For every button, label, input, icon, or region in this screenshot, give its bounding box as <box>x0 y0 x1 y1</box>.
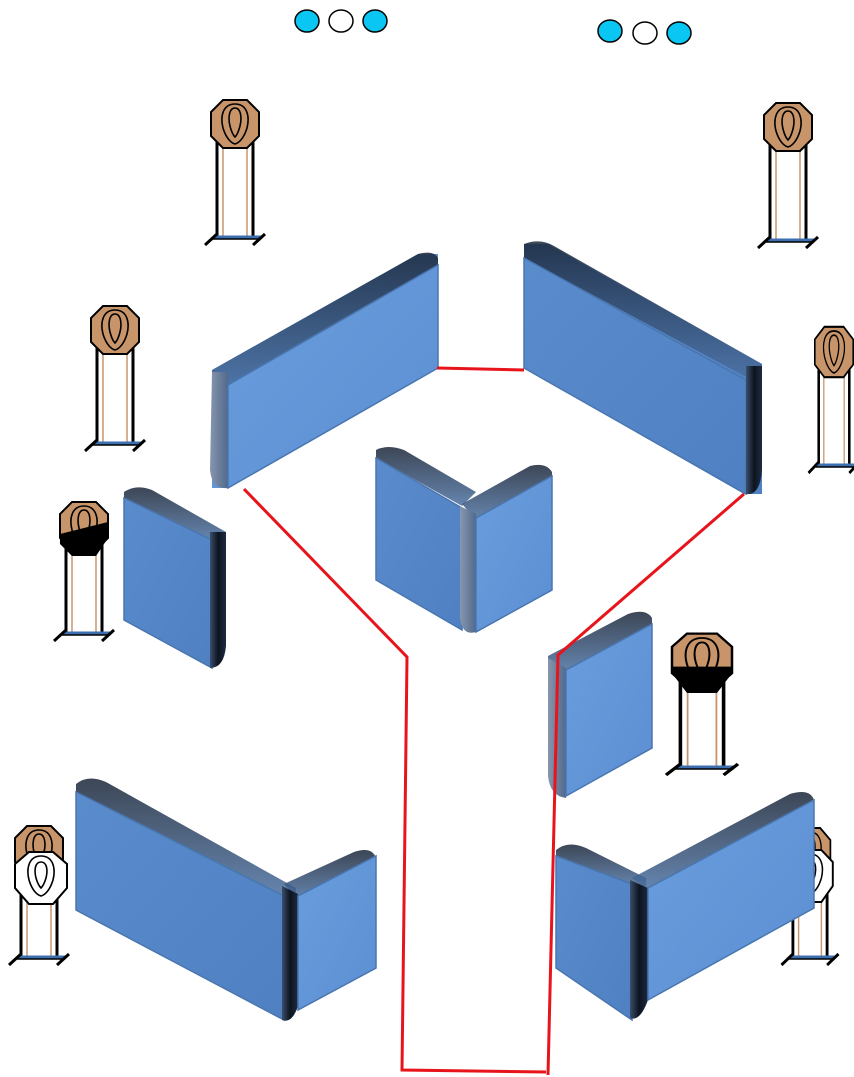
steel-plate-shoot <box>294 9 320 33</box>
wall-top-right-long <box>523 241 762 496</box>
wall-bottom-left-short <box>282 850 377 1021</box>
wall-top-left-long <box>210 252 439 490</box>
steel-plate-no-shoot <box>632 21 658 45</box>
target-left-upper <box>83 305 147 453</box>
steel-plate-shoot <box>597 19 623 43</box>
steel-plate-shoot <box>666 21 692 45</box>
steel-group-left <box>294 9 388 33</box>
wall-bottom-right-long <box>630 792 815 1019</box>
wall-center-v-left <box>375 447 476 632</box>
wall-left-small <box>123 487 226 670</box>
wall-right-small <box>548 611 653 798</box>
steel-plate-shoot <box>362 9 388 33</box>
wall-bottom-right-short <box>555 844 646 1022</box>
target-right-mid <box>664 632 740 777</box>
target-left-mid <box>52 501 116 643</box>
target-bottom-left <box>7 825 71 967</box>
target-top-right <box>756 102 820 250</box>
steel-group-right <box>597 19 692 45</box>
wall-bottom-left-long <box>75 778 296 1022</box>
shooting-area-boundary-left <box>242 487 547 1074</box>
shooting-area-boundary-right <box>546 492 745 1076</box>
target-right-upper <box>807 325 854 475</box>
wall-center-v-right <box>460 464 553 634</box>
target-top-left <box>203 99 267 247</box>
steel-plate-no-shoot <box>328 9 354 33</box>
shooting-area-boundary <box>436 366 525 372</box>
